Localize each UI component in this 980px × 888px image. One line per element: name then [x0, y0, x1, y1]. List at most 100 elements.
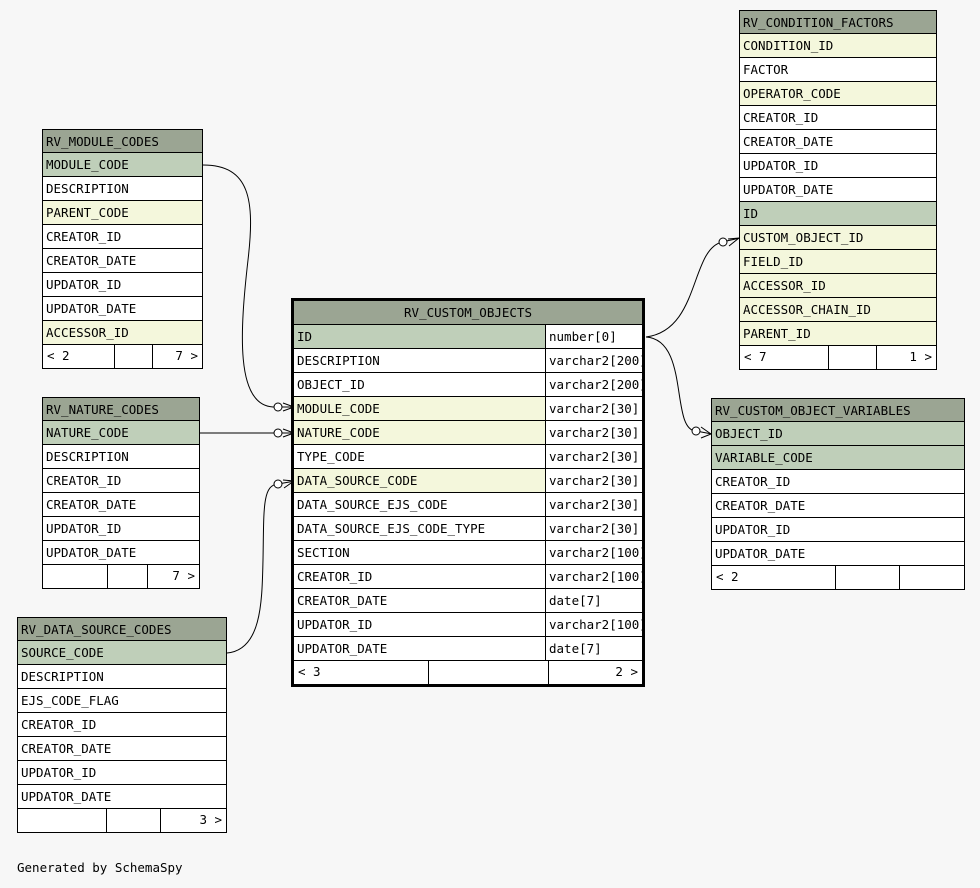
generated-by-label: Generated by SchemaSpy	[17, 860, 183, 875]
table-column-row[interactable]: CREATOR_DATE	[712, 494, 964, 518]
column-type: varchar2[200]	[545, 349, 642, 372]
table-column-row[interactable]: CREATOR_ID	[43, 225, 202, 249]
table-footer: < 7 1 >	[740, 346, 936, 369]
table-column-row[interactable]: OBJECT_ID	[712, 422, 964, 446]
column-type: varchar2[100]	[545, 565, 642, 588]
children-count[interactable]	[898, 566, 965, 589]
table-column-row[interactable]: UPDATOR_ID	[43, 517, 199, 541]
footer-spacer	[107, 565, 147, 588]
table-title: RV_CUSTOM_OBJECT_VARIABLES	[712, 399, 964, 422]
parents-count[interactable]	[18, 809, 106, 832]
table-column-row[interactable]: FIELD_ID	[740, 250, 936, 274]
link-custom-object-id-marker	[718, 237, 728, 247]
column-name: CREATOR_ID	[46, 473, 122, 488]
table-column-row[interactable]: EJS_CODE_FLAG	[18, 689, 226, 713]
children-count[interactable]: 3 >	[159, 809, 226, 832]
children-count[interactable]: 7 >	[151, 345, 202, 368]
link-custom-object-id	[645, 237, 741, 338]
table-footer: < 2 7 >	[43, 345, 202, 368]
table-column-row[interactable]: SOURCE_CODE	[18, 641, 226, 665]
table-column-row[interactable]: UPDATOR_ID	[740, 154, 936, 178]
parents-count[interactable]: < 2	[716, 569, 739, 584]
table-column-row[interactable]: ACCESSOR_CHAIN_ID	[740, 298, 936, 322]
column-name: ACCESSOR_ID	[43, 321, 202, 344]
table-column-row[interactable]: ID	[740, 202, 936, 226]
column-name: CREATOR_DATE	[46, 497, 137, 512]
table-column-row[interactable]: UPDATOR_DATE	[18, 785, 226, 809]
column-name: CREATOR_ID	[21, 717, 97, 732]
table-column-row[interactable]: UPDATOR_DATE	[43, 297, 202, 321]
table-column-row[interactable]: UPDATOR_DATE	[740, 178, 936, 202]
children-count[interactable]: 7 >	[146, 565, 199, 588]
table-footer: 3 >	[18, 809, 226, 832]
table-title: RV_MODULE_CODES	[43, 130, 202, 153]
table-column-row[interactable]: OPERATOR_CODE	[740, 82, 936, 106]
table-column-row[interactable]: CREATOR_ID	[43, 469, 199, 493]
table-column-row[interactable]: UPDATOR_ID	[18, 761, 226, 785]
column-name: EJS_CODE_FLAG	[21, 693, 119, 708]
table-column-row[interactable]: UPDATOR_DATE	[43, 541, 199, 565]
parents-count[interactable]	[43, 565, 107, 588]
column-name: CREATOR_ID	[297, 569, 373, 584]
table-title: RV_CONDITION_FACTORS	[740, 11, 936, 34]
table-column-row[interactable]: ACCESSOR_ID	[43, 321, 202, 345]
table-column-row[interactable]: CUSTOM_OBJECT_ID	[740, 226, 936, 250]
table-column-row[interactable]: DESCRIPTION	[18, 665, 226, 689]
column-name: ID	[740, 202, 936, 225]
table-column-row[interactable]: VARIABLE_CODE	[712, 446, 964, 470]
table-column-row[interactable]: PARENT_CODE	[43, 201, 202, 225]
table-column-row[interactable]: CREATOR_DATE	[18, 737, 226, 761]
table-column-row[interactable]: UPDATOR_DATE	[712, 542, 964, 566]
table-column-row[interactable]: DESCRIPTION	[43, 177, 202, 201]
table-column-row[interactable]: CREATOR_ID	[712, 470, 964, 494]
column-name: VARIABLE_CODE	[712, 446, 964, 469]
table-column-row[interactable]: ACCESSOR_ID	[740, 274, 936, 298]
table-column-row[interactable]: CREATOR_ID varchar2[100]	[294, 565, 642, 589]
column-name: CREATOR_ID	[46, 229, 122, 244]
table-column-row[interactable]: MODULE_CODE	[43, 153, 202, 177]
table-column-row[interactable]: CREATOR_DATE	[43, 249, 202, 273]
table-column-row[interactable]: CONDITION_ID	[740, 34, 936, 58]
column-name: UPDATOR_ID	[46, 521, 122, 536]
table-column-row[interactable]: NATURE_CODE	[43, 421, 199, 445]
column-type: varchar2[30]	[545, 397, 642, 420]
table-column-row[interactable]: DESCRIPTION	[43, 445, 199, 469]
column-name: CREATOR_DATE	[715, 498, 806, 513]
parents-count[interactable]: < 2	[47, 348, 70, 363]
footer-spacer	[114, 345, 152, 368]
table-column-row[interactable]: CREATOR_ID	[740, 106, 936, 130]
table-column-row[interactable]: UPDATOR_ID	[43, 273, 202, 297]
table-column-row[interactable]: FACTOR	[740, 58, 936, 82]
children-count[interactable]: 1 >	[875, 346, 936, 369]
table-footer: < 2	[712, 566, 964, 589]
parents-count[interactable]: < 7	[744, 349, 767, 364]
children-count[interactable]: 2 >	[548, 661, 642, 684]
table-column-row[interactable]: CREATOR_DATE	[740, 130, 936, 154]
table-column-row[interactable]: CREATOR_ID	[18, 713, 226, 737]
table-column-row[interactable]: PARENT_ID	[740, 322, 936, 346]
table-column-row[interactable]: CREATOR_DATE	[43, 493, 199, 517]
parents-count[interactable]: < 3	[298, 664, 321, 679]
table-column-row[interactable]: UPDATOR_ID	[712, 518, 964, 542]
column-name: DESCRIPTION	[46, 181, 129, 196]
column-name: UPDATOR_ID	[46, 277, 122, 292]
